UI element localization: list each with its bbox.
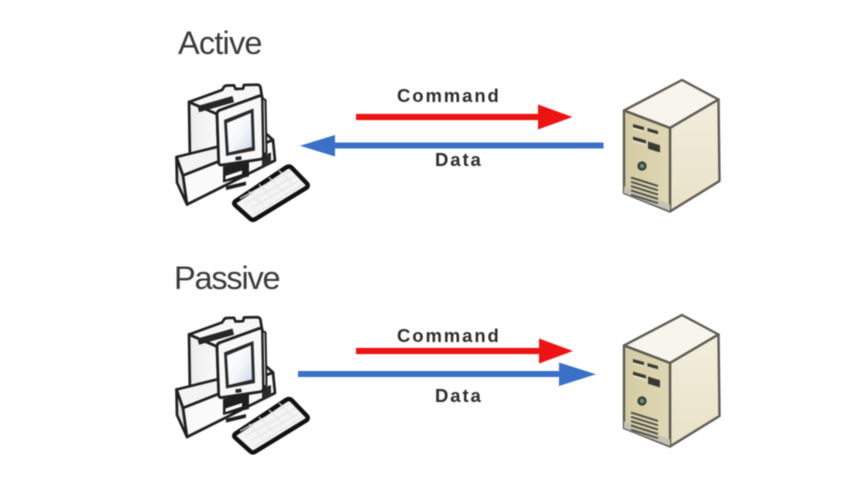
svg-text:Active: Active bbox=[178, 25, 262, 61]
svg-text:Command: Command bbox=[397, 85, 501, 106]
svg-text:Passive: Passive bbox=[174, 260, 280, 296]
svg-text:Data: Data bbox=[435, 385, 483, 406]
svg-text:Data: Data bbox=[435, 149, 483, 170]
svg-text:Command: Command bbox=[397, 325, 501, 346]
